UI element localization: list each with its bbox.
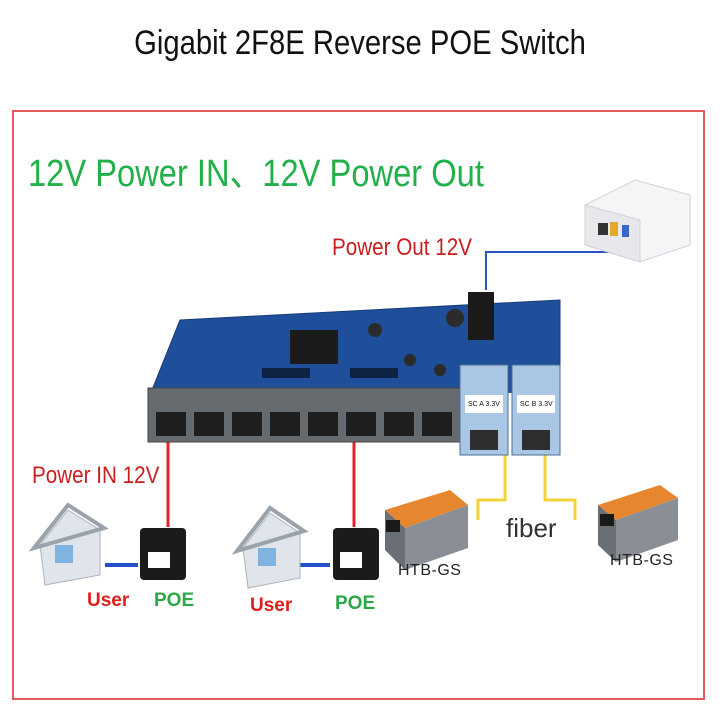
rj45-port xyxy=(270,412,300,436)
power-subtitle: 12V Power IN、12V Power Out xyxy=(28,153,484,195)
rj45-port xyxy=(422,412,452,436)
onu-router-device xyxy=(584,179,691,263)
fiber-module-b xyxy=(511,364,561,456)
sfp-label-a: SC A 3.3V xyxy=(468,401,500,408)
user-label-2: User xyxy=(250,595,293,616)
fiber-module-a xyxy=(459,364,509,456)
rj45-port xyxy=(232,412,262,436)
diagram-frame xyxy=(12,110,705,700)
house-icon-user-1 xyxy=(28,502,109,586)
power-out-label: Power Out 12V xyxy=(332,234,472,261)
rj45-port xyxy=(308,412,338,436)
diagram-title: Gigabit 2F8E Reverse POE Switch xyxy=(134,24,586,62)
rj45-port xyxy=(346,412,376,436)
poe-label-1: POE xyxy=(154,590,195,611)
media-converter-left-label: HTB-GS xyxy=(398,562,462,579)
rj45-port-bank xyxy=(147,387,461,443)
poe-injector-1 xyxy=(140,528,186,580)
rj45-port xyxy=(384,412,414,436)
sfp-label-b: SC B 3.3V xyxy=(520,401,553,408)
rj45-port xyxy=(156,412,186,436)
media-converter-left xyxy=(385,490,468,570)
house-icon-user-2 xyxy=(231,505,309,589)
poe-label-2: POE xyxy=(335,593,376,614)
power-in-label: Power IN 12V xyxy=(32,462,160,489)
fiber-line-right xyxy=(543,450,577,520)
user-label-1: User xyxy=(87,590,130,611)
fiber-line-left xyxy=(476,450,507,520)
rj45-port xyxy=(194,412,224,436)
media-converter-right-label: HTB-GS xyxy=(610,552,674,569)
media-converter-right xyxy=(598,485,678,562)
fiber-label: fiber xyxy=(506,513,557,543)
poe-injector-2 xyxy=(333,528,379,580)
